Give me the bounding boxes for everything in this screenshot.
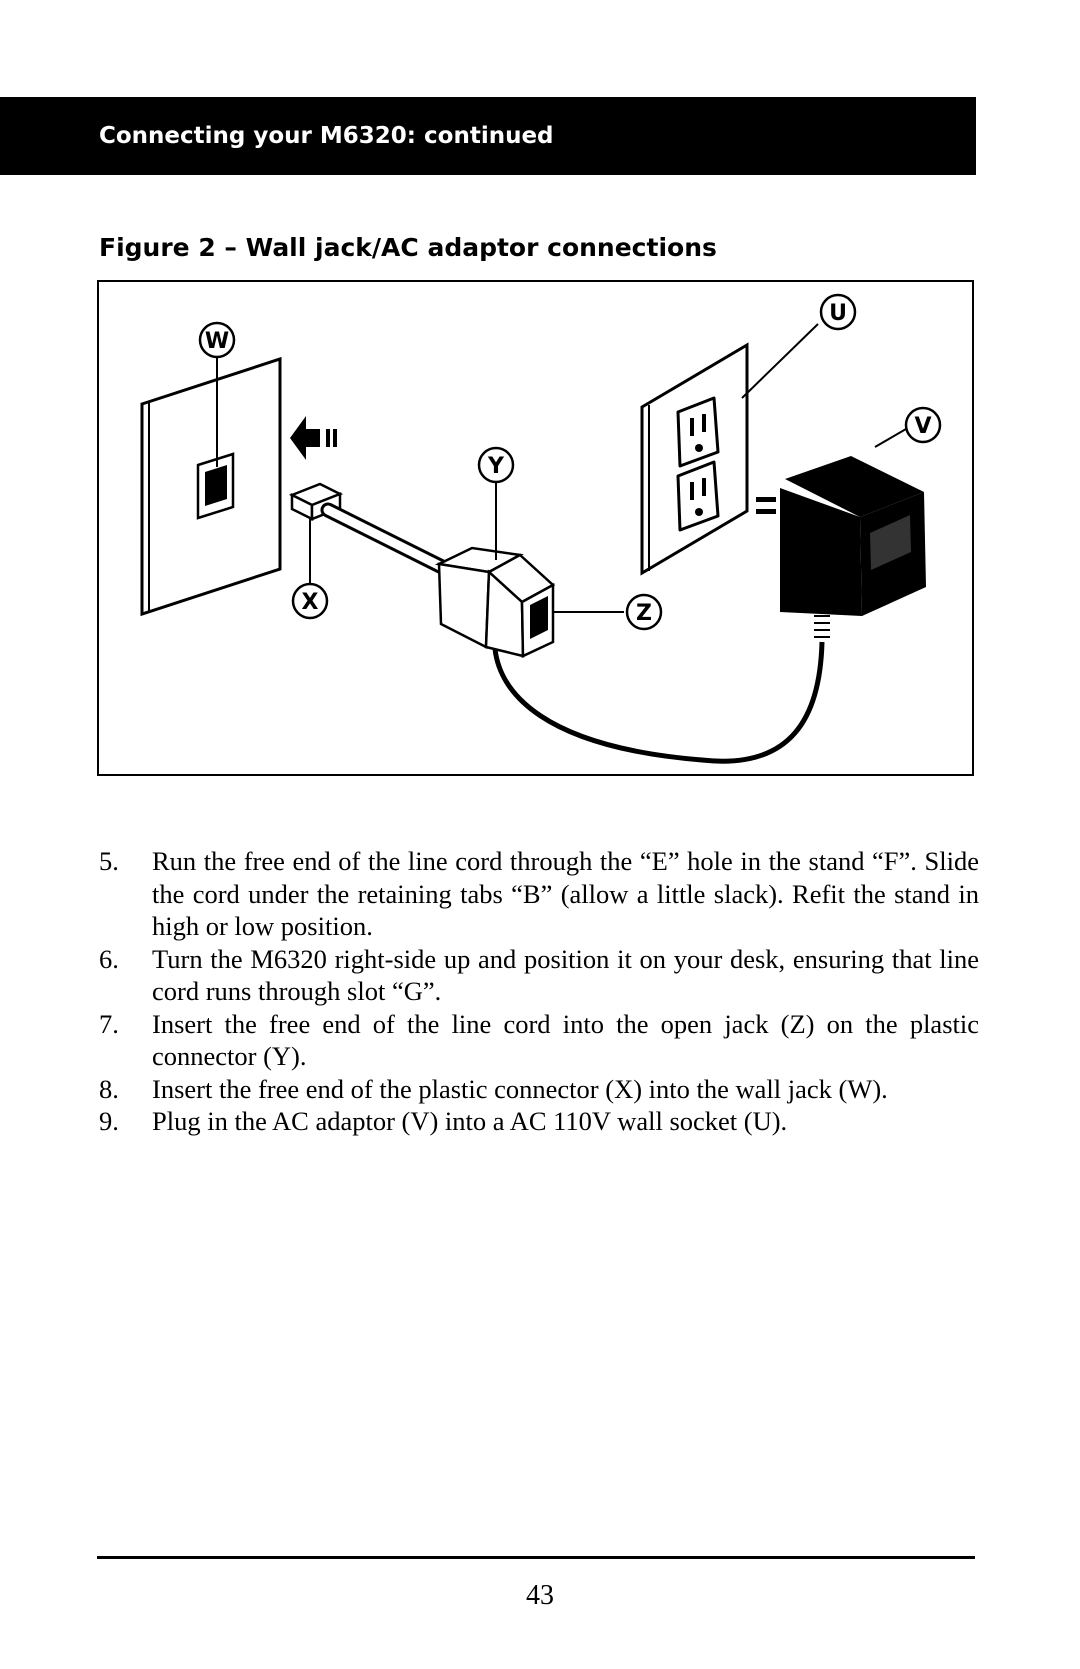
label-v: V (914, 414, 931, 439)
ac-adaptor-icon (756, 456, 926, 616)
insert-arrow-icon (290, 416, 337, 460)
figure-illustration: U V W X Y Z (97, 280, 974, 776)
list-item: 5. Run the free end of the line cord thr… (99, 845, 979, 943)
step-number: 5. (99, 846, 119, 876)
section-header-bar: Connecting your M6320: continued (0, 97, 976, 175)
list-item: 9. Plug in the AC adaptor (V) into a AC … (99, 1105, 979, 1138)
label-u: U (829, 301, 847, 326)
step-text: Plug in the AC adaptor (V) into a AC 110… (152, 1106, 788, 1136)
instruction-steps: 5. Run the free end of the line cord thr… (99, 845, 979, 1138)
page-number: 43 (526, 1580, 554, 1611)
footer-divider (97, 1556, 975, 1559)
step-number: 8. (99, 1073, 119, 1104)
list-item: 8. Insert the free end of the plastic co… (99, 1073, 979, 1106)
step-number: 7. (99, 1008, 119, 1039)
wall-jack-plate-icon (140, 356, 282, 617)
label-z: Z (636, 601, 652, 626)
figure-title: Figure 2 – Wall jack/AC adaptor connecti… (99, 233, 717, 262)
connection-diagram: U V W X Y Z (140, 293, 942, 764)
wall-outlet-icon (640, 342, 749, 576)
list-item: 7. Insert the free end of the line cord … (99, 1008, 979, 1073)
label-y: Y (487, 454, 505, 479)
list-item: 6. Turn the M6320 right-side up and posi… (99, 943, 979, 1008)
step-number: 6. (99, 943, 119, 974)
inline-coupler-icon (434, 546, 556, 658)
section-header-title: Connecting your M6320: continued (99, 123, 554, 149)
step-text: Turn the M6320 right-side up and positio… (152, 943, 979, 1007)
step-text: Insert the free end of the plastic conne… (152, 1073, 888, 1104)
step-text: Insert the free end of the line cord int… (152, 1008, 979, 1072)
step-number: 9. (99, 1106, 119, 1136)
step-text: Run the free end of the line cord throug… (152, 846, 979, 941)
label-x: X (302, 590, 319, 615)
label-w: W (205, 329, 229, 354)
